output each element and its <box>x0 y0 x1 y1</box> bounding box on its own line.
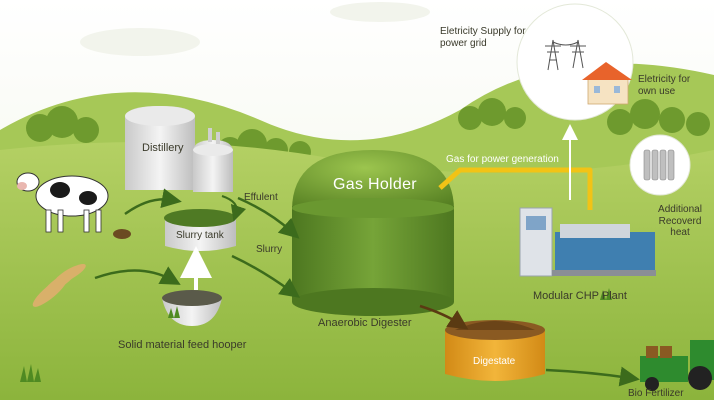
label-chp-plant: Modular CHP Plant <box>533 290 627 302</box>
arrow-digestate-to-fertilizer <box>545 366 640 387</box>
radiator-icon <box>643 149 675 181</box>
digestate-tank <box>445 320 545 381</box>
cloud <box>330 2 430 22</box>
house-icon <box>582 62 632 105</box>
label-gas-holder: Gas Holder <box>333 176 417 193</box>
gas-holder-dome <box>292 150 454 210</box>
arrow-distillery-to-slurry <box>221 195 247 222</box>
label-anaerobic-digester: Anaerobic Digester <box>318 317 412 329</box>
feed-hooper <box>162 290 222 326</box>
label-digestate: Digestate <box>473 356 516 367</box>
cow-icon <box>16 172 109 233</box>
arrow-digester-to-digestate <box>419 304 469 330</box>
label-slurry-tank: Slurry tank <box>176 230 224 241</box>
label-effulent: Effulent <box>244 192 278 203</box>
arrow-cow-to-slurry <box>124 188 182 216</box>
arrow-effulent <box>237 196 300 239</box>
label-solid-feed: Solid material feed hooper <box>118 339 247 351</box>
label-slurry: Slurry <box>256 244 283 255</box>
chp-plant <box>519 207 656 277</box>
label-gas-power: Gas for power generation <box>446 154 559 165</box>
label-additional-heat: Additional Recoverd heat <box>658 204 702 238</box>
slurry-tank <box>164 209 236 251</box>
grass-tufts <box>20 288 612 382</box>
anaerobic-digester <box>292 206 454 316</box>
label-electricity-own: Eletricity for own use <box>638 74 691 97</box>
label-electricity-supply: Eletricity Supply for power grid <box>440 26 526 49</box>
pylon-icon <box>545 39 586 71</box>
distillery-tanks <box>125 106 233 192</box>
gas-pipe <box>438 167 593 210</box>
manure-pile <box>113 229 131 239</box>
label-bio-fertilizer: Bio Fertilizer <box>628 388 684 399</box>
cloud <box>80 28 200 56</box>
grain-icon <box>32 264 86 307</box>
gas-holder-rim <box>292 198 454 218</box>
arrow-slurry-to-digester <box>231 254 301 298</box>
arrow-grain-to-feed <box>94 266 181 285</box>
label-distillery: Distillery <box>142 142 184 154</box>
tractor-icon <box>640 340 714 391</box>
